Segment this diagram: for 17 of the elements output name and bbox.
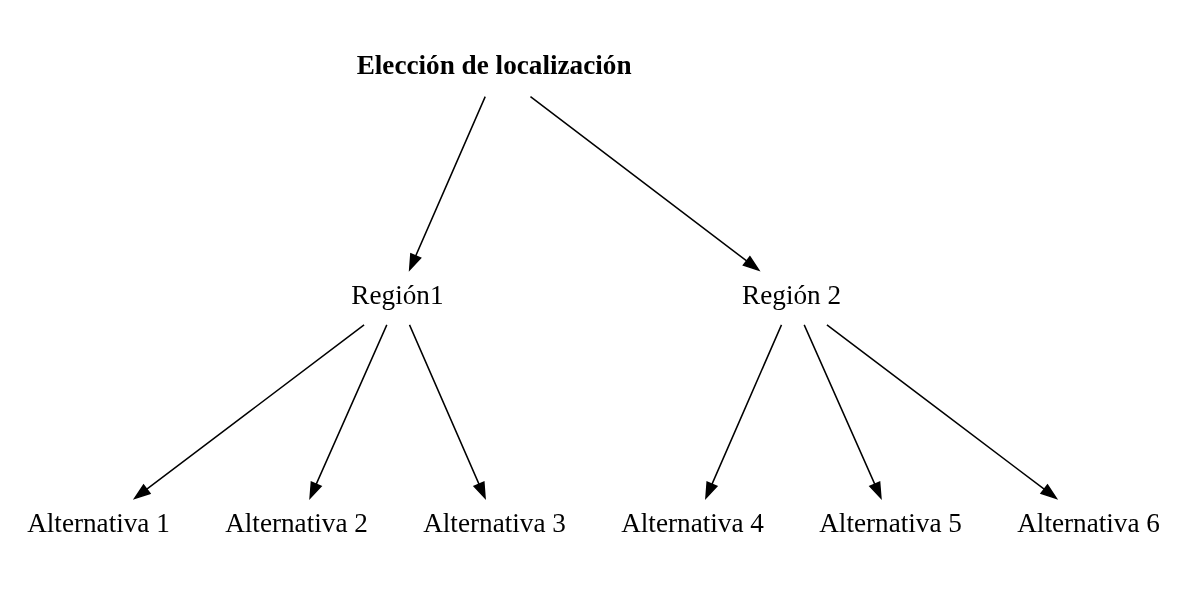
node-text: Elección de localización bbox=[356, 49, 632, 80]
arrow bbox=[826, 323, 1059, 500]
arrow bbox=[408, 323, 486, 500]
arrow bbox=[408, 95, 486, 272]
arrow bbox=[132, 323, 365, 500]
node-text: Alternativa 2 bbox=[225, 507, 368, 538]
node-text: Región 2 bbox=[742, 279, 842, 310]
arrow bbox=[529, 95, 761, 271]
node-text: Alternativa 5 bbox=[819, 507, 962, 538]
node-text: Alternativa 6 bbox=[1017, 507, 1160, 538]
node-text: Alternativa 4 bbox=[621, 507, 764, 538]
node-text: Alternativa 3 bbox=[423, 507, 566, 538]
node-text: Alternativa 1 bbox=[27, 507, 170, 538]
arrow bbox=[309, 323, 388, 500]
arrow bbox=[803, 323, 882, 500]
node-text: Región1 bbox=[351, 279, 444, 310]
arrow bbox=[705, 323, 783, 500]
